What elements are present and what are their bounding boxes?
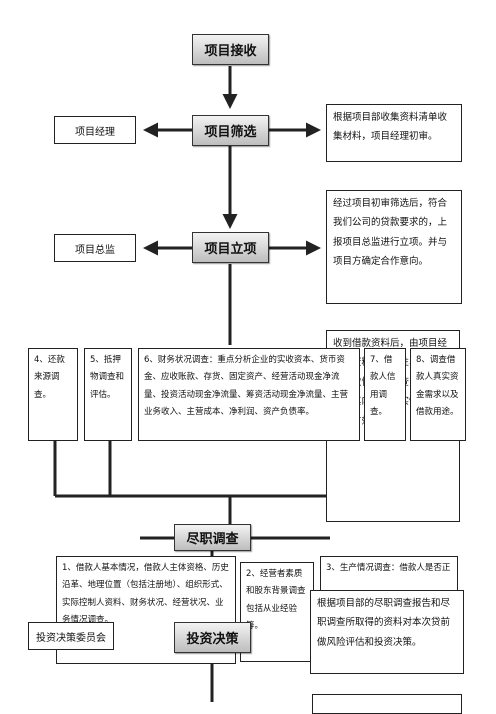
note-screening: 根据项目部收集资料清单收集材料，项目经理初审。: [326, 104, 462, 162]
next-step-box: [312, 694, 462, 714]
note-approval: 经过项目初审筛选后，符合我们公司的贷款要求的，上报项目总监进行立项。并与项目方确…: [326, 190, 462, 304]
dd-item-credit: 7、借款人信用调查。: [364, 348, 406, 441]
role-project-manager: 项目经理: [54, 116, 136, 144]
dd-item-collateral: 5、抵押物调查和评估。: [84, 348, 132, 441]
role-investment-committee: 投资决策委员会: [28, 622, 114, 650]
stage-project-approval[interactable]: 项目立项: [192, 232, 269, 263]
dd-item-production: 3、生产情况调查：借款人是否正: [320, 556, 458, 592]
dd-item-shareholder: 2、经营者素质和股东背景调查包括从业经验等。: [240, 562, 314, 662]
stage-investment-decision[interactable]: 投资决策: [174, 622, 251, 653]
role-project-director: 项目总监: [54, 234, 136, 262]
dd-item-purpose: 8、调查借款人真实资金需求以及借款用途。: [410, 348, 466, 441]
dd-item-finance: 6、财务状况调查：重点分析企业的实收资本、货币资金、应收账款、存货、固定资产、经…: [138, 348, 360, 441]
stage-project-screening[interactable]: 项目筛选: [192, 115, 269, 146]
stage-project-receive[interactable]: 项目接收: [192, 34, 269, 65]
note-investment-decision: 根据项目部的尽职调查报告和尽职调查所取得的资料对本次贷前做风险评估和投资决策。: [310, 590, 464, 674]
stage-due-diligence[interactable]: 尽职调查: [174, 524, 251, 551]
dd-item-repayment: 4、还款来源调查。: [28, 348, 78, 441]
